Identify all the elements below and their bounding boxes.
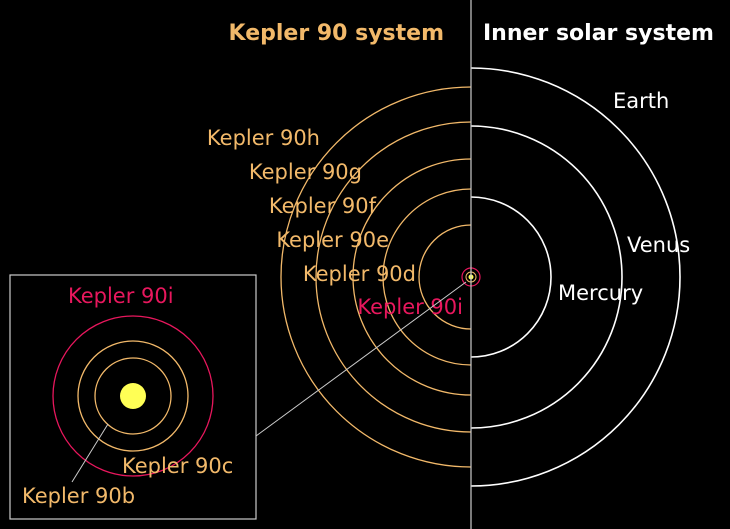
label-mercury: Mercury [558,281,643,305]
label-earth: Earth [613,89,669,113]
orbit-kepler-90d [418,224,471,330]
inset-label-kepler-90c: Kepler 90c [122,454,233,478]
label-venus: Venus [627,233,690,257]
inset-panel: Kepler 90i Kepler 90c Kepler 90b [9,274,257,520]
inset-label-kepler-90i: Kepler 90i [68,284,174,308]
orbit-kepler-90f [352,158,471,396]
kepler-orbits [280,86,471,468]
orbit-kepler-90h [280,86,471,468]
inset-label-kepler-90b: Kepler 90b [22,484,135,508]
inset-orbit-kepler-90i [52,315,214,477]
label-kepler-90h: Kepler 90h [207,126,320,150]
label-kepler-90i: Kepler 90i [357,295,463,319]
inset-kepler-90-star [120,383,146,409]
orbit-kepler-90g [315,121,471,433]
orbit-earth [471,67,681,487]
label-kepler-90d: Kepler 90d [303,262,416,286]
inset-orbit-kepler-90b [94,357,172,435]
inset-pointer-kepler-90b [71,423,109,483]
orbit-mercury [471,196,552,358]
orbit-kepler-90e [382,188,471,366]
title-inner-solar-system: Inner solar system [483,21,714,46]
title-kepler-90-system: Kepler 90 system [229,21,444,46]
orbit-venus [471,125,623,429]
solar-orbits [471,67,681,487]
inset-orbit-kepler-90c [77,340,189,452]
label-kepler-90g: Kepler 90g [249,160,362,184]
label-kepler-90f: Kepler 90f [269,194,377,218]
zoom-connector-line [255,281,467,437]
label-kepler-90e: Kepler 90e [276,228,389,252]
